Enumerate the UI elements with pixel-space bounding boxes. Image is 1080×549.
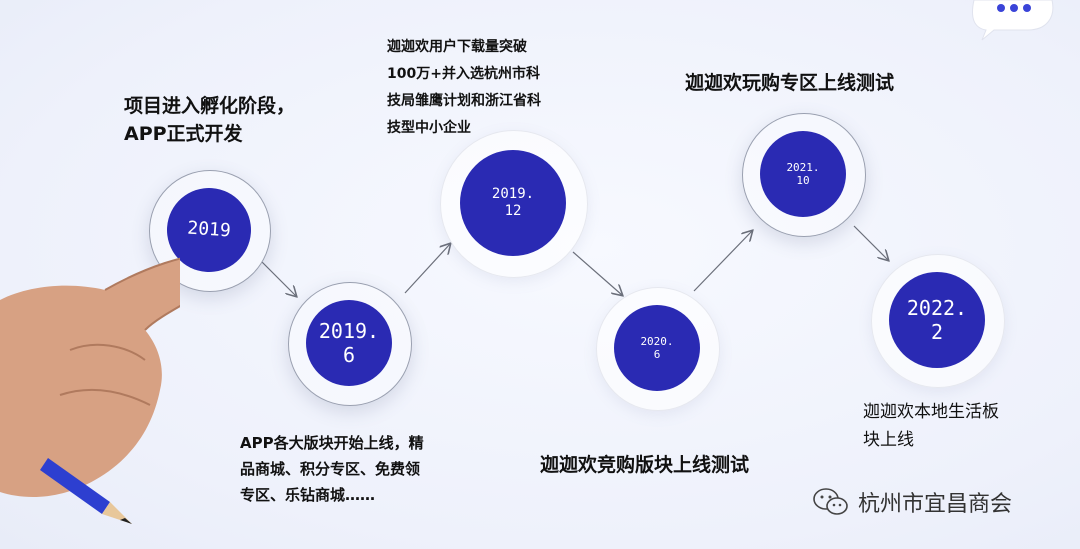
- milestone-caption-2021-10: 迦迦欢玩购专区上线测试: [685, 72, 895, 94]
- arrow-4: [693, 231, 752, 292]
- wechat-icon: [813, 488, 848, 515]
- arrow-2: [404, 244, 450, 294]
- milestone-date: 2019. 12: [460, 150, 566, 256]
- milestone-date: 2021. 10: [760, 131, 846, 217]
- arrow-5: [853, 225, 888, 260]
- milestone-date: 2020. 6: [614, 305, 700, 391]
- arrow-1: [261, 261, 296, 296]
- chat-bubble-illustration: [972, 0, 1054, 41]
- milestone-caption-2019: 项目进入孵化阶段， APP正式开发: [124, 95, 296, 145]
- watermark: 杭州市宜昌商会: [812, 486, 1012, 518]
- watermark-text: 杭州市宜昌商会: [858, 492, 1013, 517]
- milestone-date: 2019. 6: [306, 300, 392, 386]
- milestone-caption-2020-6: 迦迦欢竞购版块上线测试: [540, 454, 750, 476]
- milestone-caption-2019-12: 迦迦欢用户下载量突破 100万+并入选杭州市科 技局雏鹰计划和浙江省科 技型中小…: [387, 39, 541, 136]
- milestone-caption-2022-2: 迦迦欢本地生活板 块上线: [863, 402, 999, 450]
- arrow-3: [572, 251, 622, 295]
- milestone-caption-2019-6: APP各大版块开始上线，精 品商城、积分专区、免费领 专区、乐钻商城……: [240, 434, 424, 504]
- pencil-illustration: [40, 458, 132, 524]
- pointing-hand-illustration: [0, 257, 180, 497]
- milestone-date: 2022. 2: [889, 272, 985, 368]
